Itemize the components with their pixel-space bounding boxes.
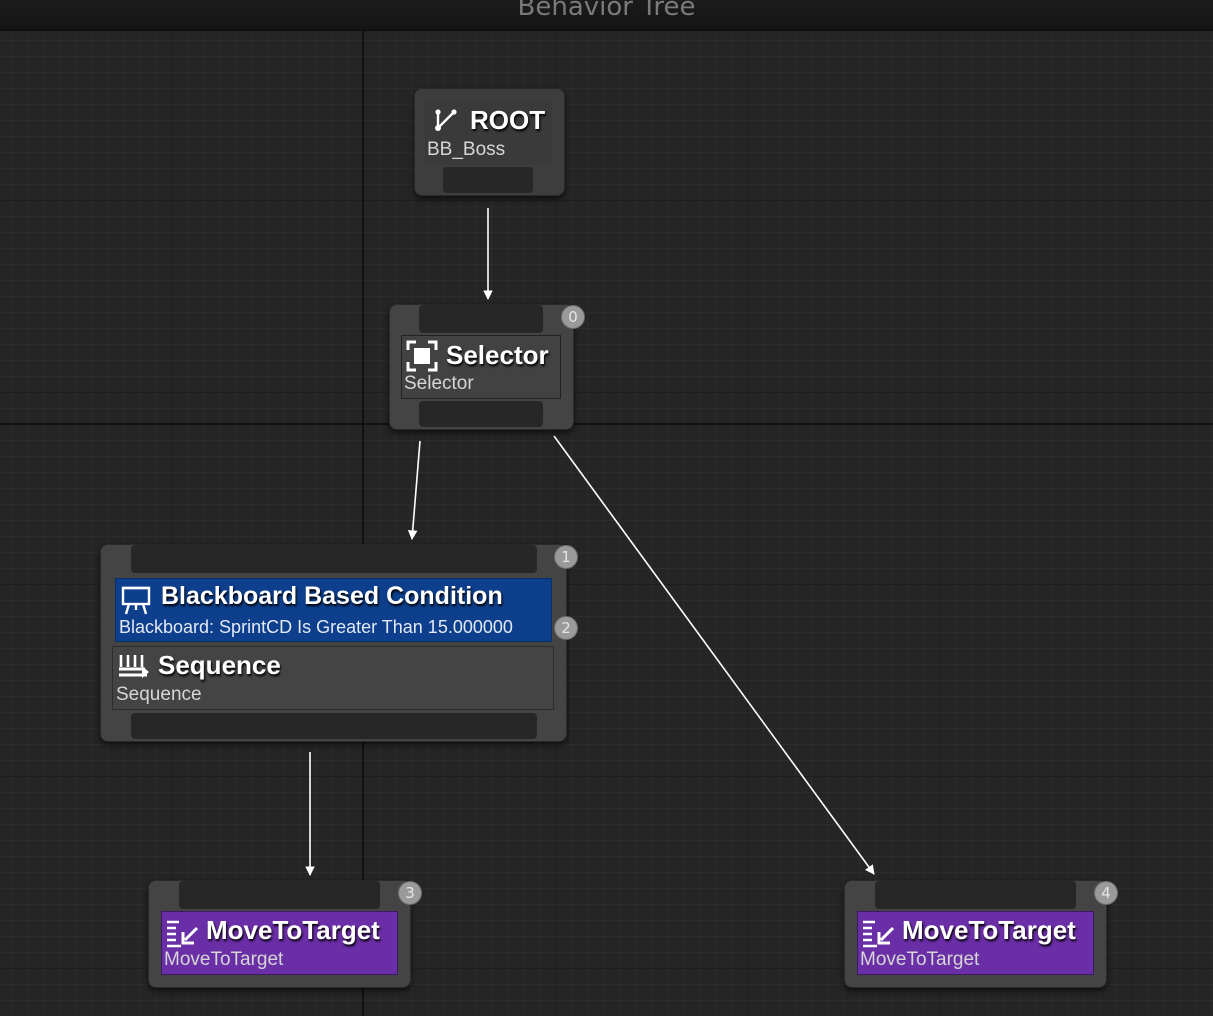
graph-title-bar: Behavior Tree	[0, 0, 1213, 31]
blackboard-condition-decorator[interactable]: Blackboard Based Condition Blackboard: S…	[115, 578, 552, 642]
root-output-pin[interactable]	[443, 167, 533, 193]
task-card: MoveToTarget MoveToTarget	[857, 911, 1094, 975]
blackboard-icon	[121, 586, 151, 615]
selector-title: Selector	[446, 340, 549, 370]
graph-title: Behavior Tree	[517, 0, 696, 22]
selector-subtitle: Selector	[404, 373, 474, 394]
root-subtitle: BB_Boss	[427, 139, 506, 160]
grid-major-line	[0, 423, 1213, 425]
root-node-card: ROOT BB_Boss	[425, 99, 552, 165]
move-to-target-task-right[interactable]: MoveToTarget MoveToTarget	[844, 880, 1107, 988]
task-title: MoveToTarget	[902, 915, 1076, 945]
task-input-pin[interactable]	[875, 881, 1076, 909]
selector-output-pin[interactable]	[419, 401, 543, 427]
task-title: MoveToTarget	[206, 915, 380, 945]
sequence-title: Sequence	[158, 650, 281, 680]
sequence-input-pin[interactable]	[131, 545, 537, 573]
selector-input-pin[interactable]	[419, 305, 543, 333]
condition-title: Blackboard Based Condition	[161, 582, 503, 610]
execution-index-badge: 1	[554, 545, 578, 569]
sequence-output-pin[interactable]	[131, 713, 537, 739]
execution-index-badge: 0	[561, 305, 585, 329]
selector-node-card: Selector Selector	[401, 335, 561, 399]
execution-index-badge: 4	[1094, 881, 1118, 905]
wire-selector-to-sequence	[407, 440, 421, 540]
root-node[interactable]: ROOT BB_Boss	[414, 88, 565, 196]
execution-index-badge: 2	[554, 616, 578, 640]
execution-index-badge: 3	[398, 881, 422, 905]
root-branch-icon	[435, 109, 457, 131]
move-to-icon	[863, 920, 895, 948]
sequence-node[interactable]: Blackboard Based Condition Blackboard: S…	[100, 544, 567, 742]
task-subtitle: MoveToTarget	[164, 949, 284, 970]
sequence-icon	[119, 655, 149, 678]
selector-node[interactable]: Selector Selector	[389, 304, 574, 430]
move-to-target-task-left[interactable]: MoveToTarget MoveToTarget	[148, 880, 411, 988]
task-input-pin[interactable]	[179, 881, 380, 909]
selector-icon	[406, 340, 438, 372]
grid-major-line	[362, 0, 364, 1016]
wire-selector-to-task-right	[553, 435, 875, 875]
task-subtitle: MoveToTarget	[860, 949, 980, 970]
move-to-icon	[167, 920, 199, 948]
root-title: ROOT	[470, 105, 546, 135]
sequence-node-card: Sequence Sequence	[112, 646, 554, 710]
sequence-subtitle: Sequence	[116, 684, 202, 705]
condition-subtitle: Blackboard: SprintCD Is Greater Than 15.…	[119, 617, 513, 637]
task-card: MoveToTarget MoveToTarget	[161, 911, 398, 975]
